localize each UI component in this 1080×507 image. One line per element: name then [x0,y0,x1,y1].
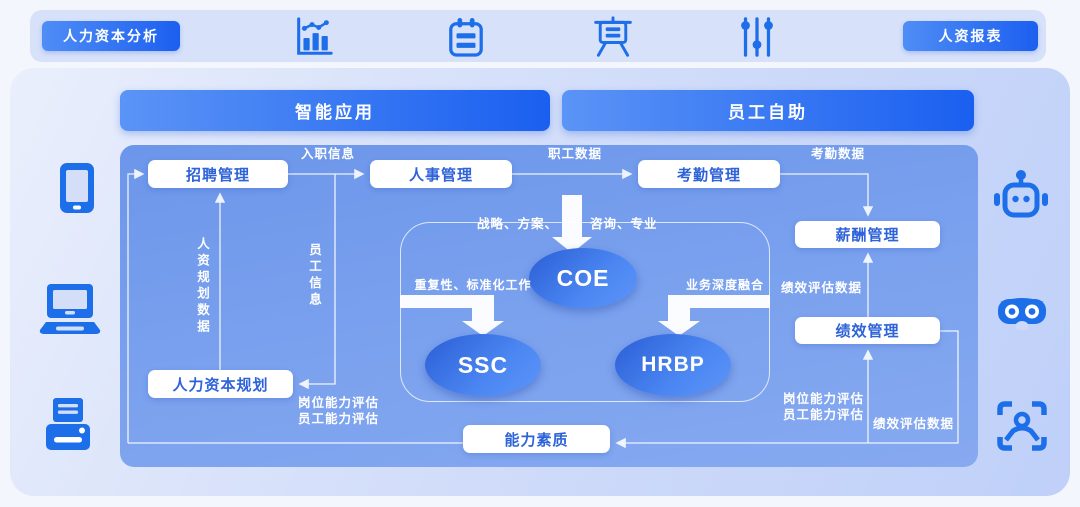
hr-report-button[interactable]: 人资报表 [903,21,1038,51]
attendance-management-node: 考勤管理 [638,160,780,188]
ssc-ellipse: SSC [425,334,541,396]
performance-management-node: 绩效管理 [795,317,940,344]
personnel-management-node: 人事管理 [370,160,512,188]
laptop-icon [38,280,102,343]
recruitment-management-node: 招聘管理 [148,160,288,188]
competency-node: 能力素质 [463,425,610,453]
onboarding-info-label: 入职信息 [300,147,355,161]
human-capital-planning-node: 人力资本规划 [148,370,293,398]
vr-glasses-icon [996,290,1048,335]
smart-apps-header[interactable]: 智能应用 [120,90,550,131]
hr-planning-data-label: 人资规划数据 [195,237,209,336]
main-panel: 智能应用 员工自助 [10,68,1070,496]
emp-ability-eval-right: 员工能力评估 [782,408,864,422]
combo-chart-icon[interactable] [291,16,335,58]
ability-eval-left-label: 岗位能力评估 员工能力评估 [298,395,408,427]
flow-connectors [127,168,959,449]
business-integration-label: 业务深度融合 [685,278,764,292]
employee-info-label: 员工信息 [307,243,321,309]
emp-ability-eval-left: 员工能力评估 [298,412,380,426]
sliders-icon[interactable] [735,16,779,58]
staff-data-label: 职工数据 [547,147,602,161]
hr-three-pillar-container [400,222,770,402]
calendar-icon[interactable] [444,16,488,58]
performance-eval-data-mid-label: 绩效评估数据 [780,281,862,295]
consulting-professional-label: 咨询、专业 [590,217,658,231]
flowchart-panel: COE SSC HRBP 招聘管理 人事管理 考勤管理 薪酬管理 绩效管理 人力… [120,145,978,467]
printer-icon [42,396,94,459]
ability-eval-right-label: 岗位能力评估 员工能力评估 [754,391,864,423]
presentation-board-icon[interactable] [591,16,635,58]
post-ability-eval-right: 岗位能力评估 [782,392,864,406]
employee-self-service-header[interactable]: 员工自助 [562,90,974,131]
strategy-plan-label: 战略、方案、 [476,217,558,231]
post-ability-eval-left: 岗位能力评估 [298,396,380,410]
robot-icon [992,168,1050,227]
repetitive-standardized-work-label: 重复性、标准化工作 [414,278,532,292]
human-capital-analysis-button[interactable]: 人力资本分析 [42,21,180,51]
face-scan-icon [996,400,1048,457]
coe-ellipse: COE [529,248,637,308]
performance-eval-data-bottom-label: 绩效评估数据 [872,417,954,431]
mobile-phone-icon [56,160,98,221]
top-toolbar: 人力资本分析 [30,10,1046,62]
hrbp-ellipse: HRBP [615,334,731,396]
attendance-data-label: 考勤数据 [810,147,865,161]
salary-management-node: 薪酬管理 [795,221,940,248]
